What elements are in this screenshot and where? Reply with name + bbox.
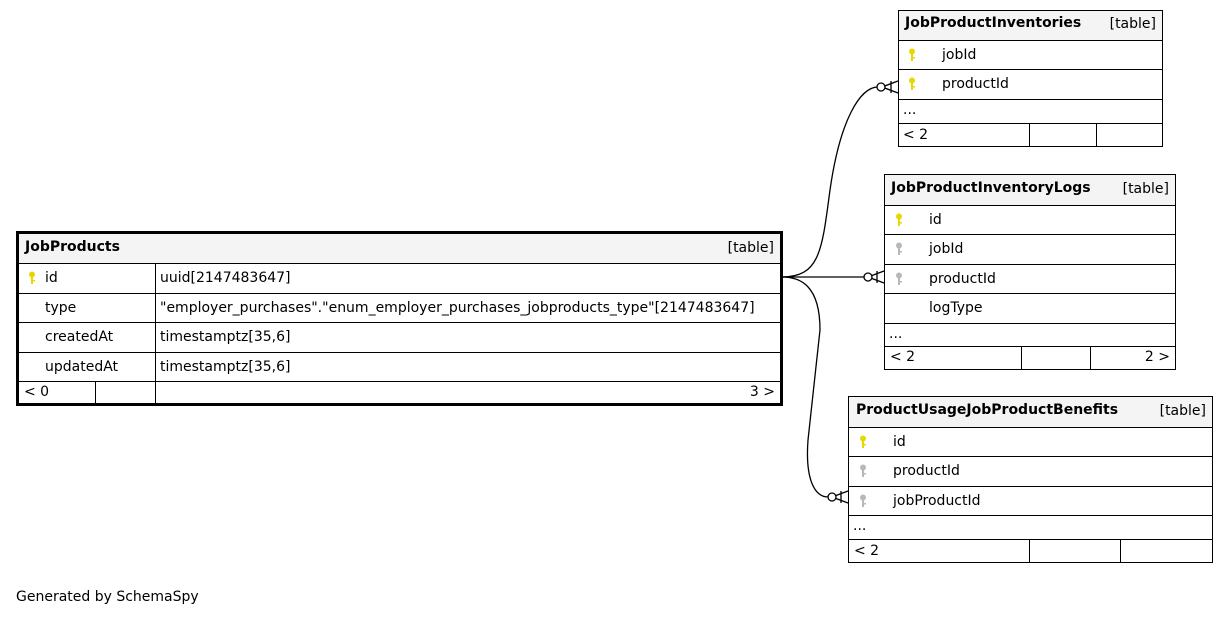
column-name: productId	[893, 463, 960, 479]
table-row: jobId	[885, 234, 1175, 264]
column-name: logType	[929, 300, 983, 316]
column-divider	[1029, 123, 1030, 147]
column-name: jobProductId	[893, 493, 981, 509]
column-type: timestamptz[35,6]	[160, 359, 291, 375]
foreign-key-icon	[896, 242, 902, 255]
more-indicator: ...	[903, 102, 917, 118]
table-row: productId	[899, 69, 1162, 99]
table-row: jobId	[899, 40, 1162, 69]
child-count: 3 >	[749, 384, 775, 400]
parent-count: < 2	[890, 349, 916, 365]
more-indicator: ...	[889, 326, 903, 342]
column-name: id	[929, 212, 942, 228]
table-title: ProductUsageJobProductBenefits	[856, 402, 1119, 418]
column-name: productId	[929, 271, 996, 287]
table-row-more: ...	[885, 323, 1175, 346]
table-kind-label: [table]	[1159, 403, 1206, 419]
table-productusagejobproductbenefits[interactable]: ProductUsageJobProductBenefits [table] i…	[848, 396, 1213, 563]
column-name: id	[45, 270, 58, 286]
parent-count: < 2	[903, 127, 929, 143]
table-row-more: ...	[849, 515, 1212, 539]
column-divider	[1120, 539, 1121, 563]
column-name: updatedAt	[45, 359, 119, 375]
column-name: jobId	[929, 241, 964, 257]
table-kind-label: [table]	[1109, 16, 1156, 32]
foreign-key-icon	[860, 494, 866, 507]
table-jobproductinventorylogs[interactable]: JobProductInventoryLogs [table] id jobId…	[884, 174, 1176, 370]
column-divider	[1096, 123, 1097, 147]
parent-count: < 0	[24, 384, 50, 400]
column-type: uuid[2147483647]	[160, 270, 291, 286]
primary-key-icon	[29, 271, 35, 284]
table-jobproducts[interactable]: JobProducts [table] id uuid[2147483647] …	[16, 231, 783, 406]
table-kind-label: [table]	[1122, 181, 1169, 197]
foreign-key-icon	[860, 464, 866, 477]
table-footer-row: < 0 3 >	[19, 381, 780, 403]
column-divider	[155, 263, 156, 382]
column-type: "employer_purchases"."enum_employer_purc…	[160, 300, 755, 316]
table-row: productId	[885, 264, 1175, 293]
primary-key-icon	[860, 435, 866, 448]
parent-count: < 2	[854, 543, 880, 559]
table-row: createdAt timestamptz[35,6]	[19, 322, 780, 352]
table-title: JobProductInventoryLogs	[891, 180, 1091, 196]
table-row: id uuid[2147483647]	[19, 263, 780, 293]
table-jobproductinventories[interactable]: JobProductInventories [table] jobId prod…	[898, 10, 1163, 147]
column-name: type	[45, 300, 77, 316]
table-header	[899, 11, 1162, 40]
primary-key-icon	[909, 48, 915, 61]
primary-key-icon	[909, 77, 915, 90]
column-divider	[95, 381, 96, 403]
column-name: jobId	[942, 47, 977, 63]
column-name: id	[893, 434, 906, 450]
more-indicator: ...	[853, 518, 867, 534]
table-row: type "employer_purchases"."enum_employer…	[19, 293, 780, 322]
column-divider	[1021, 346, 1022, 370]
table-title: JobProducts	[25, 239, 120, 255]
generated-by-label: Generated by SchemaSpy	[16, 589, 199, 605]
table-row: jobProductId	[849, 486, 1212, 515]
child-count: 2 >	[1144, 349, 1170, 365]
link-jobproducts-usagebenefits	[781, 276, 829, 498]
foreign-key-icon	[896, 272, 902, 285]
table-title: JobProductInventories	[905, 15, 1082, 31]
table-row: updatedAt timestamptz[35,6]	[19, 352, 780, 381]
table-row: id	[849, 427, 1212, 456]
table-header	[849, 397, 1212, 427]
table-row: logType	[885, 293, 1175, 323]
column-divider	[155, 381, 156, 403]
table-header	[19, 234, 780, 263]
crowfoot-circle	[876, 82, 886, 92]
table-row-more: ...	[899, 99, 1162, 123]
crowfoot-circle	[863, 272, 873, 282]
column-divider	[1029, 539, 1030, 563]
table-footer-row: < 2	[849, 539, 1212, 563]
crowfoot-circle	[827, 492, 837, 502]
table-row: id	[885, 205, 1175, 234]
primary-key-icon	[896, 213, 902, 226]
table-row: productId	[849, 456, 1212, 486]
table-footer-row: < 2	[899, 123, 1162, 147]
table-footer-row: < 2 2 >	[885, 346, 1175, 370]
table-header	[885, 175, 1175, 205]
column-divider	[1090, 346, 1091, 370]
column-name: productId	[942, 76, 1009, 92]
column-type: timestamptz[35,6]	[160, 329, 291, 345]
link-jobproducts-inventories	[781, 86, 879, 278]
column-name: createdAt	[45, 329, 114, 345]
table-kind-label: [table]	[727, 240, 774, 256]
